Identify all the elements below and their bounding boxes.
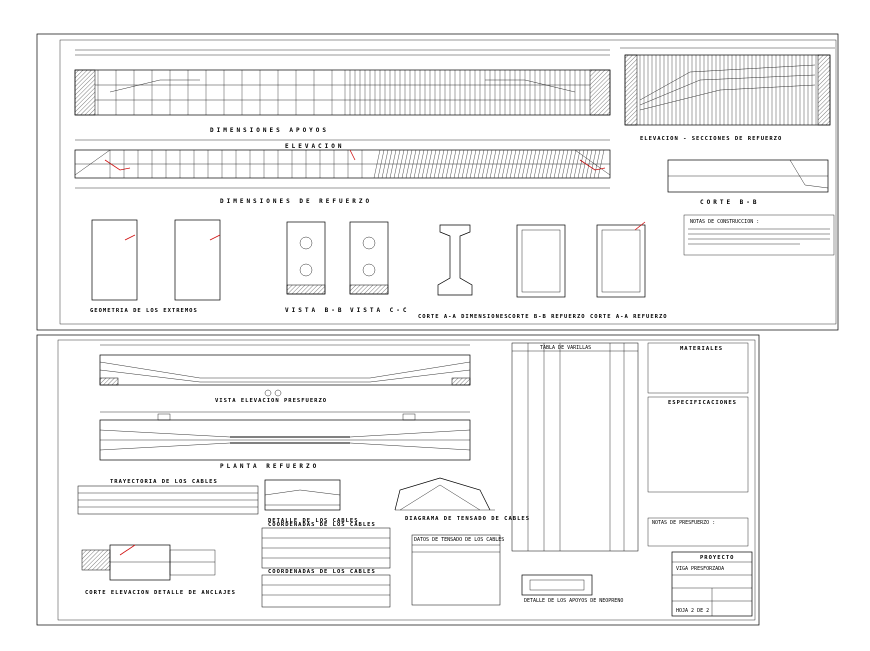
- reinforcement-plan: [99, 411, 471, 461]
- caption-coord-table-1: COORDENADAS DE LOS CABLES: [268, 522, 376, 528]
- coordinates-table-1: [261, 527, 391, 569]
- cable-detail: [264, 479, 341, 511]
- caption-cable-detail: DETALLE DE LOS CABLES: [268, 518, 359, 524]
- caption-dimensions-bottom: DIMENSIONES DE REFUERZO: [220, 198, 372, 205]
- caption-view-cc: VISTA C-C: [350, 307, 410, 314]
- caption-coord-table-2: COORDENADAS DE LOS CABLES: [268, 569, 376, 575]
- rebar-schedule-table: [511, 342, 639, 552]
- cable-trajectory-table: [77, 485, 259, 515]
- stirrup-grid-right: [639, 55, 817, 125]
- caption-section-bb-reinf: CORTE B-B REFUERZO: [508, 314, 586, 320]
- caption-section-aa-dims: CORTE A-A DIMENSIONES: [418, 314, 509, 320]
- caption-dimensions-top: DIMENSIONES APOYOS: [210, 127, 329, 134]
- stressing-diagram: [394, 477, 495, 511]
- caption-geometry-supports: GEOMETRIA DE LOS EXTREMOS: [90, 308, 198, 314]
- bearing-detail: [521, 574, 593, 596]
- coordinates-table-2: [261, 574, 391, 608]
- section-bb-small: [667, 159, 829, 193]
- stirrup-grid-top: [97, 70, 586, 115]
- sheet2-border: [36, 334, 760, 626]
- materials-panel: [647, 342, 749, 547]
- caption-section-bb: CORTE B-B: [700, 199, 760, 206]
- caption-bearing-detail: DETALLE DE LOS APOYOS DE NEOPRENO: [524, 598, 623, 604]
- caption-tension-table: DATOS DE TENSADO DE LOS CABLES: [414, 537, 504, 543]
- title-block-heading: PROYECTO: [700, 555, 735, 561]
- beam-elevation-top: [74, 49, 611, 116]
- prestress-elevation: [99, 344, 471, 397]
- notes-title: NOTAS DE CONSTRUCCION :: [690, 219, 759, 225]
- caption-cable-layout: TRAYECTORIA DE LOS CABLES: [110, 479, 218, 485]
- caption-section-aa-reinf: CORTE A-A REFUERZO: [590, 314, 668, 320]
- caption-materials: MATERIALES: [680, 346, 723, 352]
- caption-elevation: ELEVACION: [285, 143, 345, 150]
- caption-view-bb: VISTA B-B: [285, 307, 345, 314]
- caption-section-elevation: CORTE ELEVACION DETALLE DE ANCLAJES: [85, 590, 236, 596]
- caption-prestress-view: VISTA ELEVACION PRESFUERZO: [215, 398, 327, 404]
- stirrup-grid-mid: [109, 149, 605, 179]
- caption-plan: PLANTA REFUERZO: [220, 463, 319, 470]
- title-block-project: VIGA PRESFORZADA: [676, 566, 724, 572]
- cross-sections-row: [91, 219, 646, 301]
- anchorage-section: [81, 544, 216, 581]
- caption-steel-table: TABLA DE VARILLAS: [540, 345, 591, 351]
- construction-notes: [683, 214, 835, 256]
- sheet1-border: [36, 33, 839, 331]
- caption-stressing-diagram: DIAGRAMA DE TENSADO DE CABLES: [405, 516, 530, 522]
- caption-elevation-sections: ELEVACION - SECCIONES DE REFUERZO: [640, 136, 782, 142]
- title-block-sheet: HOJA 2 DE 2: [676, 608, 709, 614]
- end-detail-elevation: [620, 47, 835, 126]
- caption-specifications: ESPECIFICACIONES: [668, 400, 737, 406]
- title-block: [671, 551, 753, 617]
- caption-stressing-notes: NOTAS DE PRESFUERZO :: [652, 520, 715, 526]
- tension-data-table: [411, 534, 501, 606]
